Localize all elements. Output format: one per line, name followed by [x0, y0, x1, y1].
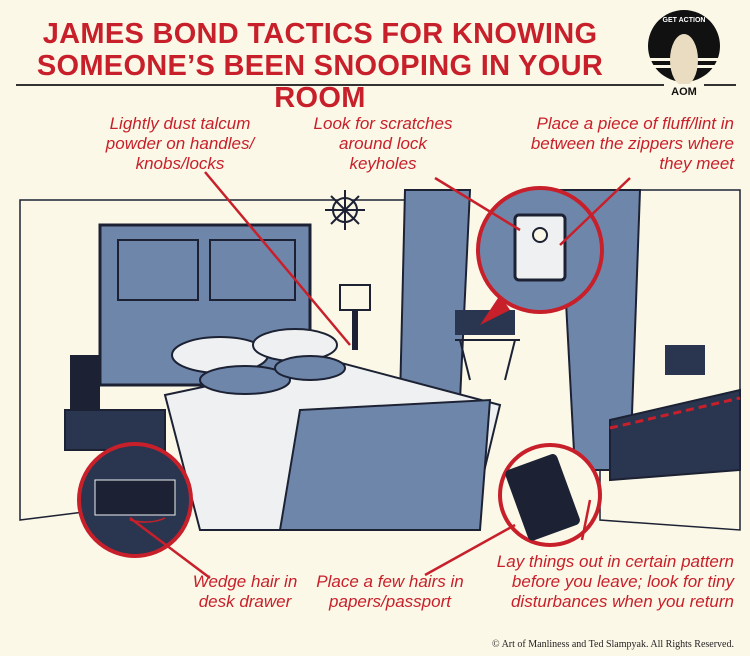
- lock-callout: [476, 186, 604, 325]
- logo-text-aom: AOM: [671, 86, 697, 98]
- annotation-pattern: Lay things out in certain pattern before…: [496, 552, 734, 611]
- annotation-talcum: Lightly dust talcum powder on handles/ k…: [105, 114, 255, 173]
- nightstand: [64, 355, 166, 451]
- title-divider: [16, 84, 736, 86]
- annotation-fluff: Place a piece of fluff/lint in between t…: [530, 114, 734, 173]
- aom-logo: AOM GET ACTION: [648, 10, 720, 98]
- annotation-passport: Place a few hairs in papers/passport: [316, 572, 464, 611]
- title-line-2: SOMEONE’S BEEN SNOOPING IN YOUR ROOM: [36, 50, 604, 114]
- sunburst-mirror: [325, 190, 365, 230]
- bedside-lamp: [339, 284, 371, 350]
- annotation-drawer: Wedge hair in desk drawer: [192, 572, 298, 611]
- bed: [163, 328, 502, 531]
- drawer-callout: [77, 442, 193, 558]
- passport-callout: [498, 443, 602, 547]
- logo-text-top: GET ACTION: [663, 17, 706, 24]
- leader-lines: [129, 171, 631, 579]
- title-line-1: JAMES BOND TACTICS FOR KNOWING: [42, 18, 598, 50]
- luggage-rack: [455, 310, 520, 381]
- desk: [609, 345, 741, 482]
- copyright: © Art of Manliness and Ted Slampyak. All…: [492, 639, 734, 650]
- annotation-scratches: Look for scratches around lock keyholes: [313, 114, 453, 173]
